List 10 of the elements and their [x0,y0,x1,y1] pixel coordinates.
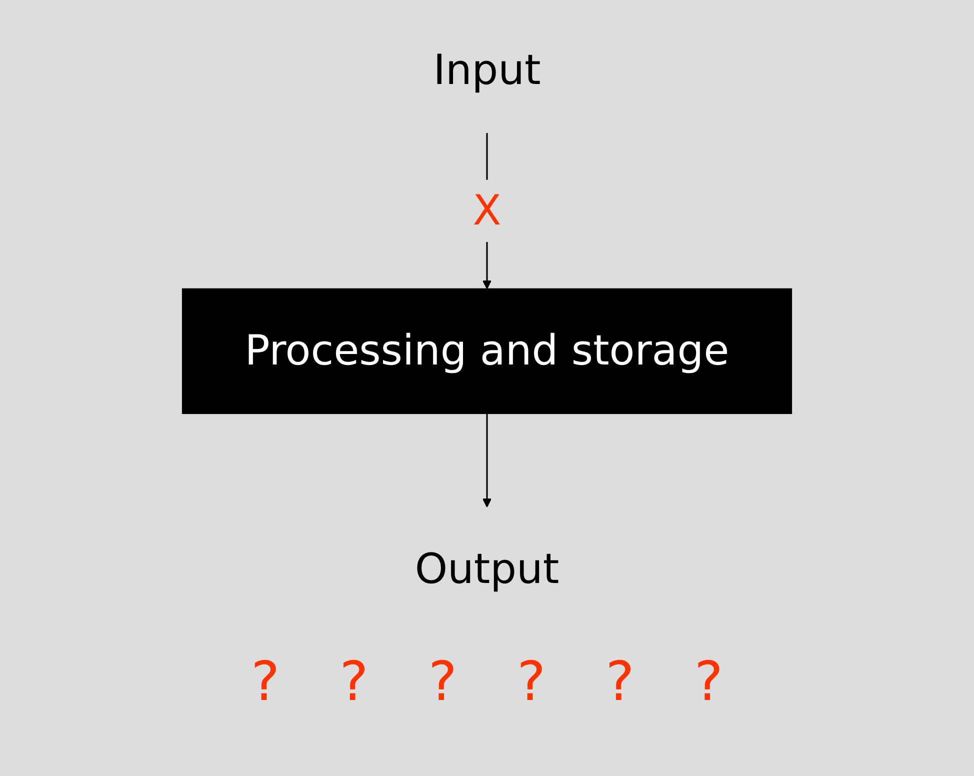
question-mark: ? [606,650,634,713]
text-label: Input [433,46,541,95]
edge-label: X [472,180,502,242]
question-mark: ? [694,650,724,713]
text-label: Output [414,545,560,594]
question-mark: ? [517,650,546,713]
question-mark: ? [428,650,457,713]
process-box: Processing and storage [182,288,792,414]
question-mark: ? [250,650,280,713]
question-mark: ? [340,650,368,713]
